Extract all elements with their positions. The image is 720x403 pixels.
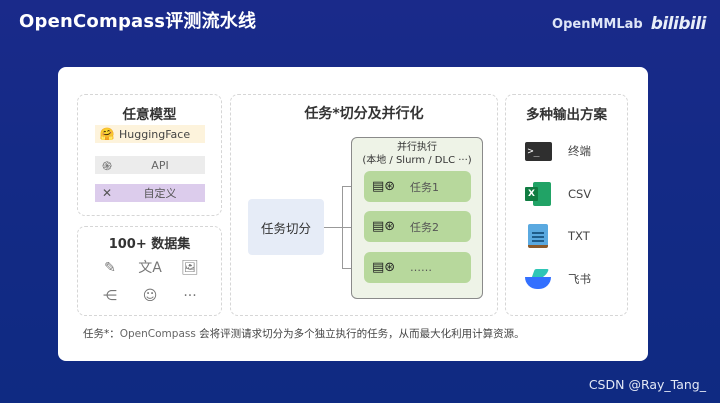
job-item: ▤⊛ 任务1 [364,171,471,202]
footnote: 任务*：OpenCompass 会将评测请求切分为多个独立执行的任务，从而最大化… [83,326,525,341]
parallel-subtitle: (本地 / Slurm / DLC ···) [362,155,472,166]
openmmlab-logo: OpenMMLab [552,16,643,32]
panel-any-model: 任意模型 🤗 HuggingFace ֍ API ✕ 自定义 [77,94,222,216]
panel-title: 任意模型 [122,107,177,123]
brain-head-icon: ☺ [142,288,158,304]
huggingface-emoji-icon: 🤗 [99,127,115,141]
brand-logos: OpenMMLab bilibili [552,14,706,34]
translate-icon: 文A [138,260,162,276]
terminal-icon: >_ [524,139,552,163]
parallel-execution-box: 并行执行 (本地 / Slurm / DLC ···) ▤⊛ 任务1 ▤⊛ 任务… [351,137,483,299]
footnote-text: 会将评测请求切分为多个独立执行的任务，从而最大化利用计算资源。 [195,328,525,340]
output-label: 飞书 [568,272,591,286]
output-label: CSV [568,187,592,201]
model-item-huggingface: 🤗 HuggingFace [95,125,205,143]
more-icon: ··· [183,288,197,304]
panel-title: 多种输出方案 [526,107,607,123]
dataset-icon-grid: ✎ 文A 🖼 ⋲ ☺ ··· [90,259,210,305]
list-icon: ⋲ [103,288,117,304]
bilibili-logo: bilibili [650,14,707,34]
panel-title: 100+ 数据集 [108,237,191,252]
excel-icon: X [524,182,552,206]
job-label: 任务2 [410,220,439,234]
feishu-icon [524,267,552,291]
image-icon: 🖼 [181,260,199,276]
footnote-brand: OpenCompass [119,328,196,340]
panel-outputs: 多种输出方案 >_ 终端 X CSV TXT 飞书 [505,94,628,316]
job-item: ▤⊛ 任务2 [364,211,471,242]
gpu-card-icon: ▤⊛ [372,260,396,275]
csdn-watermark: CSDN @Ray_Tang_ [588,377,706,392]
footnote-prefix: 任务*： [83,328,120,340]
output-item-txt: TXT [524,223,614,249]
document-edit-icon: ✎ [104,260,116,276]
model-label: HuggingFace [119,127,191,141]
task-split-box: 任务切分 [248,199,324,255]
model-label: API [151,158,169,172]
job-item: ▤⊛ …… [364,252,471,283]
panel-task-split: 任务*切分及并行化 任务切分 并行执行 (本地 / Slurm / DLC ··… [230,94,498,316]
parallel-title: 并行执行 [397,142,437,153]
job-label: …… [410,261,432,274]
output-item-terminal: >_ 终端 [524,138,614,164]
slide-title: OpenCompass评测流水线 [19,11,257,32]
panel-datasets: 100+ 数据集 ✎ 文A 🖼 ⋲ ☺ ··· [77,226,222,316]
output-item-csv: X CSV [524,181,614,207]
model-label: 自定义 [143,187,177,200]
connector-line [324,227,342,228]
model-item-api: ֍ API [95,156,205,174]
output-label: TXT [568,229,590,243]
output-label: 终端 [568,144,591,158]
model-item-custom: ✕ 自定义 [95,184,205,202]
job-label: 任务1 [410,180,439,194]
openai-logo-icon: ֍ [102,158,112,173]
tools-icon: ✕ [101,186,113,200]
notepad-icon [524,224,552,248]
output-item-feishu: 飞书 [524,266,614,292]
gpu-card-icon: ▤⊛ [372,219,396,234]
gpu-card-icon: ▤⊛ [372,179,396,194]
panel-title: 任务*切分及并行化 [304,106,424,122]
pipeline-card: 任意模型 🤗 HuggingFace ֍ API ✕ 自定义 100+ 数据集 … [58,67,648,361]
